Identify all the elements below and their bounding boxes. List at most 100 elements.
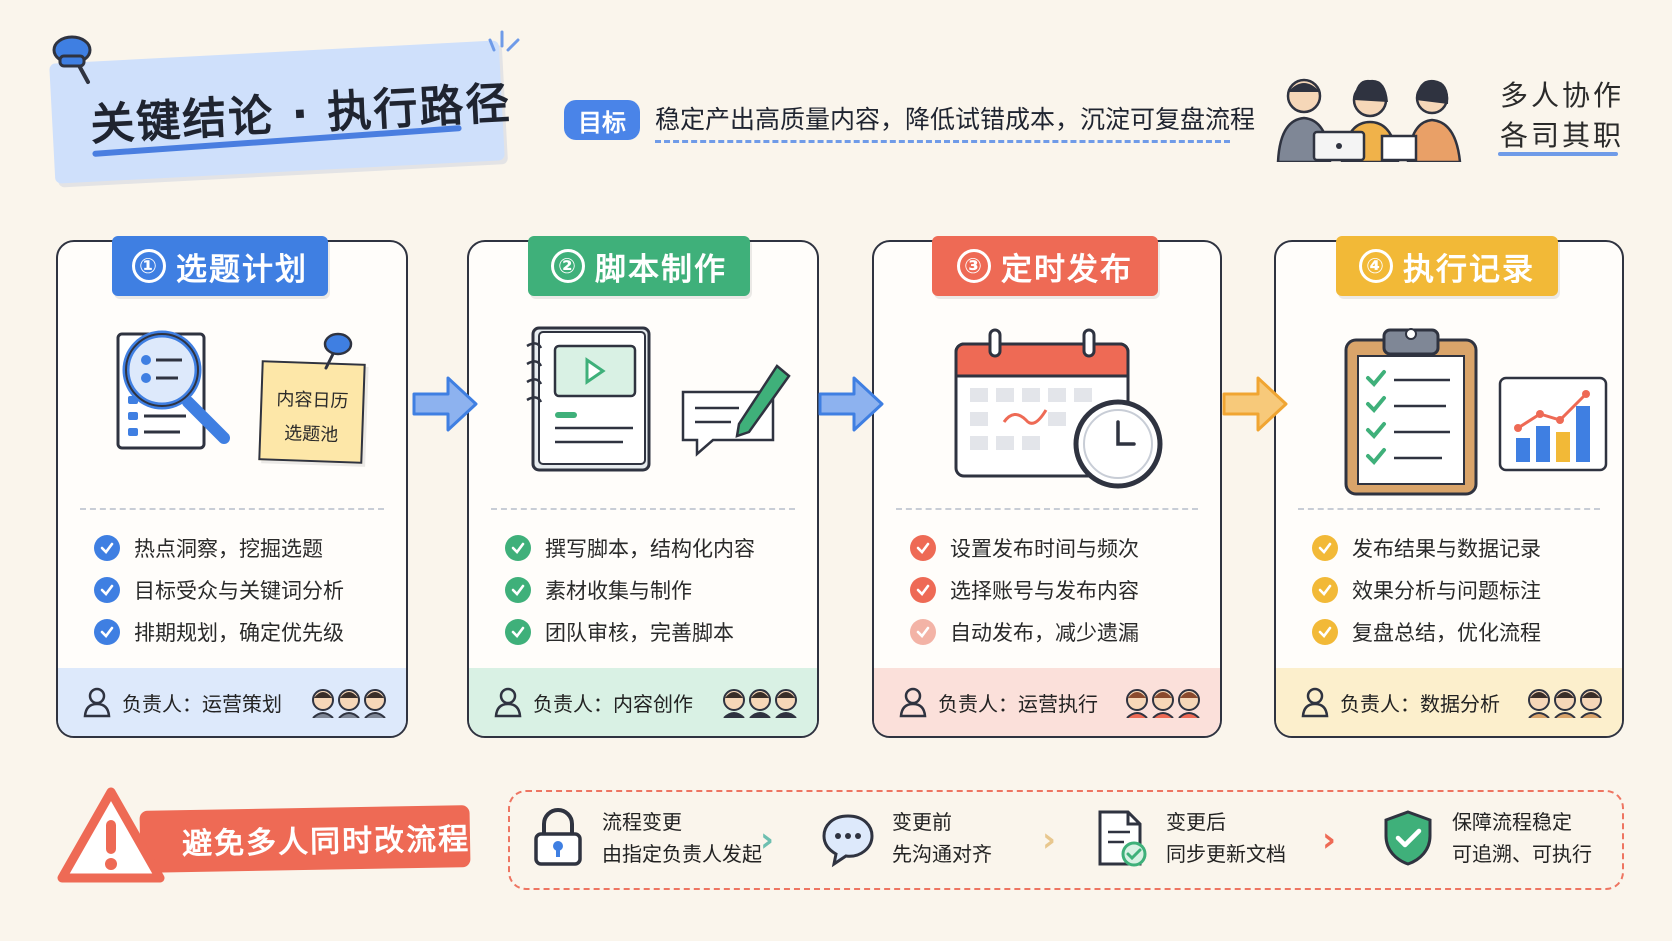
- check-icon: [505, 577, 531, 603]
- notebook-video-icon: [526, 326, 651, 472]
- list-item-text: 选择账号与发布内容: [950, 579, 1139, 603]
- flow-step-desc: 先沟通对齐: [892, 842, 992, 866]
- check-icon: [910, 619, 936, 645]
- shield-check-icon: [1384, 810, 1432, 866]
- step-1-list: 热点洞察，挖掘选题 目标受众与关键词分析 排期规划，确定优先级: [94, 527, 396, 653]
- team-people-illustration: [1276, 78, 1462, 162]
- collab-label-line2: 各司其职: [1500, 119, 1625, 152]
- collab-label-line1: 多人协作: [1500, 79, 1625, 112]
- person-icon: [1301, 687, 1329, 718]
- list-item: 团队审核，完善脚本: [505, 611, 807, 653]
- sticky-note: 内容日历 选题池: [258, 360, 366, 464]
- check-icon: [94, 577, 120, 603]
- list-item: 排期规划，确定优先级: [94, 611, 396, 653]
- step-4-footer: 负责人：数据分析: [1276, 668, 1622, 736]
- card-divider: [80, 508, 384, 510]
- list-item: 发布结果与数据记录: [1312, 527, 1612, 569]
- step-card-4: 发布结果与数据记录 效果分析与问题标注 复盘总结，优化流程 负责人：数据分析: [1274, 240, 1624, 738]
- check-icon: [94, 535, 120, 561]
- check-icon: [910, 535, 936, 561]
- calendar-clock-icon: [954, 328, 1163, 489]
- step-3-list: 设置发布时间与频次 选择账号与发布内容 自动发布，减少遗漏: [910, 527, 1210, 653]
- pushpin-icon: [323, 332, 353, 370]
- step-number: ④: [1359, 249, 1393, 283]
- list-item: 选择账号与发布内容: [910, 569, 1210, 611]
- check-icon: [1312, 619, 1338, 645]
- chat-pencil-icon: [681, 364, 791, 457]
- flow-step-title: 变更后: [1166, 810, 1226, 834]
- list-item: 素材收集与制作: [505, 569, 807, 611]
- step-2-list: 撰写脚本，结构化内容 素材收集与制作 团队审核，完善脚本: [505, 527, 807, 653]
- flow-step-desc: 由指定负责人发起: [602, 842, 762, 866]
- list-item-text: 团队审核，完善脚本: [545, 621, 734, 645]
- list-item: 效果分析与问题标注: [1312, 569, 1612, 611]
- team-avatars-icon: [1126, 689, 1200, 718]
- step-card-2: 撰写脚本，结构化内容 素材收集与制作 团队审核，完善脚本 负责人：内容创作: [467, 240, 819, 738]
- flow-step-4: 保障流程稳定 可追溯、可执行: [1380, 806, 1592, 870]
- step-number: ①: [132, 249, 166, 283]
- list-item-text: 效果分析与问题标注: [1352, 579, 1541, 603]
- list-item-text: 设置发布时间与频次: [950, 537, 1139, 561]
- list-item-text: 目标受众与关键词分析: [134, 579, 344, 603]
- chevron-right-icon: ›: [1042, 820, 1057, 860]
- change-flow-box: [508, 790, 1624, 890]
- owner-label: 负责人：数据分析: [1340, 691, 1500, 716]
- team-avatars-icon: [723, 689, 797, 718]
- check-icon: [910, 577, 936, 603]
- person-icon: [83, 687, 111, 718]
- arrow-right-icon: [1222, 376, 1288, 432]
- step-number: ③: [957, 249, 991, 283]
- chat-icon: [822, 814, 874, 868]
- arrow-right-icon: [412, 376, 478, 432]
- list-item-text: 素材收集与制作: [545, 579, 692, 603]
- step-4-list: 发布结果与数据记录 效果分析与问题标注 复盘总结，优化流程: [1312, 527, 1612, 653]
- warning-icon: [57, 787, 165, 883]
- step-2-footer: 负责人：内容创作: [469, 668, 817, 736]
- step-number: ②: [551, 249, 585, 283]
- step-title: 执行记录: [1403, 251, 1535, 288]
- owner-label: 负责人：内容创作: [533, 691, 693, 716]
- step-card-3: 设置发布时间与频次 选择账号与发布内容 自动发布，减少遗漏 负责人：运营执行: [872, 240, 1222, 738]
- warning-banner: 避免多人同时改流程: [139, 805, 471, 873]
- chevron-right-icon: ›: [1322, 820, 1337, 860]
- list-item: 自动发布，减少遗漏: [910, 611, 1210, 653]
- arrow-right-icon: [818, 376, 884, 432]
- sticky-note-line1: 内容日历: [276, 388, 349, 413]
- flow-step-1: 流程变更 由指定负责人发起: [530, 806, 762, 870]
- step-title: 定时发布: [1001, 251, 1133, 288]
- sparkle-icon: [488, 30, 520, 52]
- list-item: 目标受众与关键词分析: [94, 569, 396, 611]
- check-icon: [94, 619, 120, 645]
- card-divider: [491, 508, 795, 510]
- check-icon: [505, 619, 531, 645]
- flow-step-title: 变更前: [892, 810, 952, 834]
- team-avatars-icon: [1528, 689, 1602, 718]
- document-check-icon: [1098, 810, 1147, 867]
- bar-chart-icon: [1498, 376, 1608, 472]
- card-divider: [896, 508, 1198, 510]
- flow-step-2: 变更前 先沟通对齐: [820, 806, 992, 870]
- collab-underline: [1498, 152, 1618, 156]
- check-icon: [505, 535, 531, 561]
- check-icon: [1312, 577, 1338, 603]
- list-item: 热点洞察，挖掘选题: [94, 527, 396, 569]
- owner-label: 负责人：运营执行: [938, 691, 1098, 716]
- list-item-text: 复盘总结，优化流程: [1352, 621, 1541, 645]
- step-title: 脚本制作: [595, 251, 727, 288]
- step-1-footer: 负责人：运营策划: [58, 668, 406, 736]
- tab-step-4: ④ 执行记录: [1336, 236, 1558, 296]
- magnifier-document-icon: [116, 330, 230, 450]
- flow-step-title: 保障流程稳定: [1452, 810, 1572, 834]
- list-item-text: 排期规划，确定优先级: [134, 621, 344, 645]
- step-card-1: 内容日历 选题池 热点洞察，挖掘选题 目标受众与关键词分析 排期规划，确定优先级…: [56, 240, 408, 738]
- sticky-note-line2: 选题池: [283, 423, 339, 446]
- step-title: 选题计划: [176, 251, 308, 288]
- lock-icon: [534, 808, 582, 866]
- check-icon: [1312, 535, 1338, 561]
- flow-step-title: 流程变更: [602, 810, 682, 834]
- list-item: 设置发布时间与频次: [910, 527, 1210, 569]
- goal-underline: [655, 140, 1230, 143]
- list-item-text: 发布结果与数据记录: [1352, 537, 1541, 561]
- step-3-footer: 负责人：运营执行: [874, 668, 1220, 736]
- flow-step-desc: 可追溯、可执行: [1452, 842, 1592, 866]
